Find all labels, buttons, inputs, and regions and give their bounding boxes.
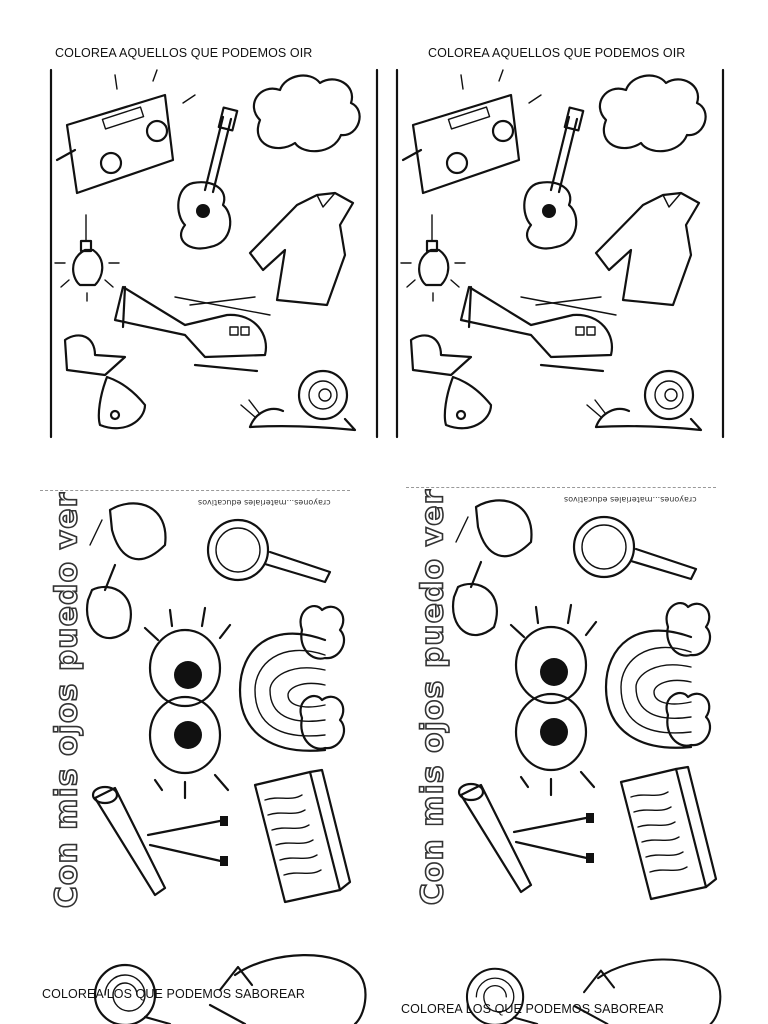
hear-worksheet-left [49,68,379,439]
guitar-icon [177,106,239,250]
helicopter-icon [113,285,271,373]
lollipop-icon [93,963,172,1024]
taste-heading-right: COLOREA LOS QUE PODEMOS SABOREAR [401,1002,664,1016]
shirt-icon [248,191,355,307]
eyes-icon [143,606,232,800]
snail-icon [240,369,357,432]
see-worksheet-left: crayones...materiales educativos Con mis… [40,490,352,910]
magnifying-glass-icon [206,518,332,584]
taste-illustrations-left [93,954,367,1024]
glasses-icon [85,502,167,640]
fruit-icon [208,954,367,1024]
hear-worksheet-right [395,68,725,439]
hear-heading-right: COLOREA AQUELLOS QUE PODEMOS OIR [428,46,686,60]
see-worksheet-right: crayones...materiales educativos Con mis… [406,487,718,907]
cloud-icon [252,74,361,153]
bell-icon [63,334,147,430]
hear-heading-left: COLOREA AQUELLOS QUE PODEMOS OIR [55,46,313,60]
rainbow-icon [238,605,346,752]
book-icon [253,768,352,904]
light-bulb-icon [54,214,120,302]
radio-icon [55,69,196,195]
taste-heading-left: COLOREA LOS QUE PODEMOS SABOREAR [42,987,305,1001]
telescope-icon [91,785,228,897]
